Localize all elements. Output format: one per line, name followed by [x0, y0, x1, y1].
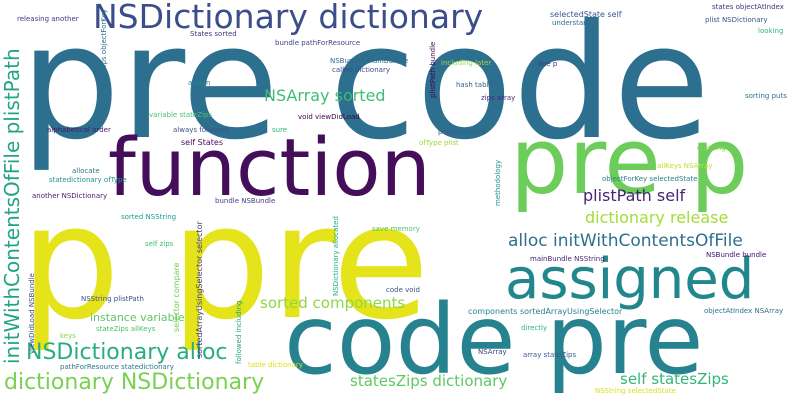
word: selector compare — [172, 262, 181, 332]
word: self States — [181, 138, 224, 147]
word: pointer called — [438, 128, 487, 136]
word: function — [108, 122, 431, 214]
word: p pre — [20, 171, 430, 355]
word: objectForKey selectedState — [602, 175, 698, 183]
word: always followed — [173, 126, 229, 134]
word: sorting puts — [745, 92, 787, 100]
word: followed including — [235, 300, 243, 365]
word: sortedArrayUsingSelector selector — [195, 221, 204, 358]
word: alloc initWithContentsOfFile — [508, 231, 743, 251]
word: NSDictionary alloc — [26, 340, 228, 365]
word: mainBundle NSString — [530, 255, 605, 263]
word: looking — [758, 27, 784, 35]
word: self statesZips — [620, 370, 729, 388]
word: self zips — [145, 240, 174, 248]
word: ofType plist — [419, 139, 459, 147]
word: statedictionary ofType — [49, 176, 127, 184]
word: sure — [272, 126, 288, 134]
word: allocate — [72, 167, 100, 175]
word: including later — [441, 59, 492, 67]
word: initWithContentsOfFile plistPath — [0, 48, 24, 364]
word: another NSDictionary — [32, 192, 108, 200]
word: statesZips dictionary — [350, 372, 508, 390]
word: hash table — [456, 81, 493, 89]
word: releasing another — [17, 15, 79, 23]
word: variable stateZips — [149, 111, 213, 119]
word: pre p — [510, 108, 749, 215]
word: zips array — [481, 94, 516, 102]
word: NSArray sorted — [264, 86, 386, 105]
word: NSDictionary allocated — [332, 216, 340, 296]
word: understand — [552, 19, 593, 27]
word: NSString plistPath — [81, 295, 144, 303]
word: line p — [538, 60, 558, 68]
word: stateZips objectForKey — [100, 9, 108, 89]
word: viewDidLoad NSBundle — [28, 273, 36, 354]
word: pathForResource statedictionary — [60, 363, 174, 371]
word: objectAtIndex NSArray — [704, 307, 784, 315]
word: sorted NSString — [121, 213, 177, 221]
word: alphabetical order — [47, 126, 111, 134]
word: NSArray — [478, 348, 507, 356]
word: table dictionary — [248, 361, 303, 369]
word: States sorted — [190, 30, 237, 38]
word: plistPath self — [583, 186, 686, 205]
word: pre code — [20, 0, 711, 175]
word: void viewDidLoad — [298, 113, 360, 121]
word: bundle NSBundle — [215, 197, 276, 205]
word: bundle pathForResource — [275, 39, 361, 47]
word: selectedState self — [550, 10, 622, 19]
word: plistPath bundle — [429, 41, 437, 98]
word: code void — [386, 286, 420, 294]
word: sorted components — [260, 294, 406, 312]
word: NSBundle mainBundle — [330, 57, 409, 65]
word: assign — [188, 79, 211, 87]
word: keys — [60, 332, 76, 340]
word: allKeys NSArray — [657, 162, 713, 170]
word: array stateZips — [523, 351, 577, 359]
word: code pre — [284, 284, 704, 396]
word: NSString selectedState — [595, 387, 676, 395]
word: called dictionary — [332, 66, 390, 74]
word: NSBundle bundle — [706, 251, 767, 259]
word: stateZips allKeys — [96, 325, 156, 333]
word: components sortedArrayUsingSelector — [468, 307, 623, 316]
word: directly — [521, 324, 548, 332]
word: NSDictionary dictionary — [93, 0, 484, 36]
word: assigned — [505, 247, 755, 312]
word: dictionary NSDictionary — [4, 370, 265, 395]
word: instance variable — [90, 311, 185, 324]
word: states objectAtIndex — [712, 3, 784, 11]
word: save memory — [372, 225, 420, 233]
word: creating — [697, 144, 726, 152]
word: dictionary release — [585, 208, 729, 227]
word: plist NSDictionary — [705, 16, 768, 24]
word: methodology — [494, 159, 502, 206]
